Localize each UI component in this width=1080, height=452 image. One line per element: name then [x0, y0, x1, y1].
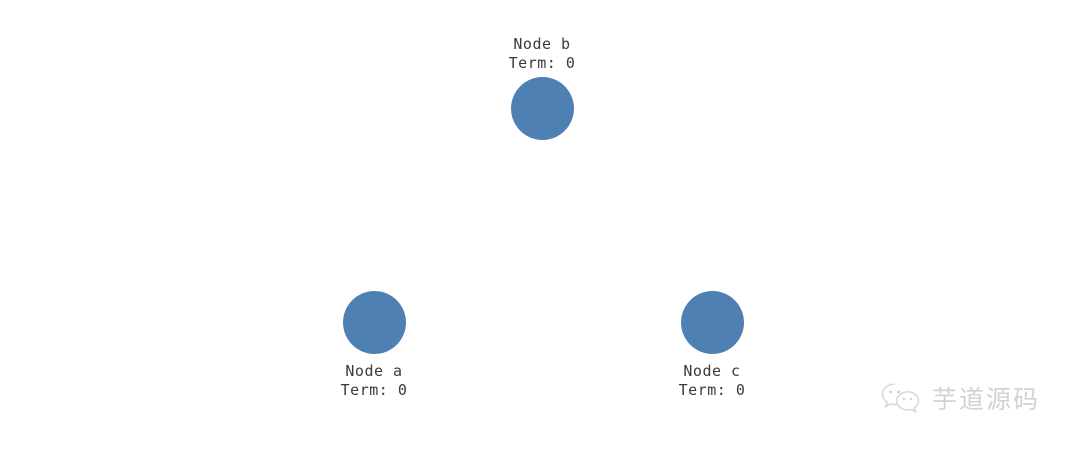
watermark-text: 芋道源码	[932, 384, 1041, 414]
node-c-term: Term: 0	[678, 380, 746, 399]
node-c-label-block: Node c Term: 0	[622, 362, 802, 400]
node-b-term: Term: 0	[508, 53, 576, 72]
wechat-icon	[880, 382, 922, 416]
node-b-name: Node b	[513, 35, 571, 53]
node-a-label-block: Node a Term: 0	[284, 362, 464, 400]
node-a[interactable]: Node a Term: 0	[284, 291, 464, 400]
node-b-label-block: Node b Term: 0	[452, 35, 632, 73]
node-a-term: Term: 0	[340, 380, 408, 399]
node-b[interactable]: Node b Term: 0	[452, 35, 632, 140]
node-c-name: Node c	[683, 362, 741, 380]
node-c[interactable]: Node c Term: 0	[622, 291, 802, 400]
node-c-circle[interactable]	[680, 291, 744, 354]
node-a-name: Node a	[345, 362, 403, 380]
watermark: 芋道源码	[880, 382, 1040, 416]
node-b-circle[interactable]	[510, 76, 574, 140]
node-a-circle[interactable]	[342, 291, 406, 354]
